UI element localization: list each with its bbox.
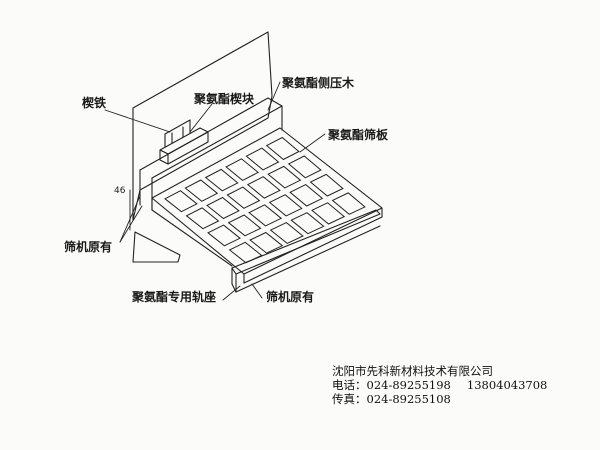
screen-aperture (207, 224, 241, 247)
label-screen-original-left: 筛机原有 (64, 240, 113, 254)
screen-aperture (184, 179, 219, 202)
screen-aperture (228, 241, 263, 264)
label-pu-screen-panel: 聚氨酯筛板 (328, 128, 389, 142)
screen-aperture (309, 173, 344, 197)
screen-aperture (245, 147, 280, 171)
leader-lines (104, 81, 326, 301)
label-pu-wedge-block: 聚氨酯楔块 (194, 92, 255, 106)
company-name: 沈阳市先科新材料技术有限公司 (332, 364, 493, 378)
label-pu-side-press-wood: 聚氨酯侧压木 (282, 76, 355, 90)
label-screen-original-bottom: 筛机原有 (266, 290, 315, 304)
phone-number: 024-89255198 (366, 378, 451, 392)
screen-aperture (249, 231, 284, 254)
pu-special-rail-seat (231, 209, 381, 293)
screen-aperture (265, 136, 300, 161)
screen-aperture (287, 155, 322, 179)
label-pu-special-rail-seat: 聚氨酯专用轨座 (132, 290, 217, 304)
screen-aperture (246, 176, 281, 199)
side-wall-plate (132, 31, 273, 263)
screen-aperture (226, 186, 261, 209)
phone-row: 电话：024-89255198 13804043708 (332, 378, 547, 392)
screen-aperture (185, 207, 220, 230)
mobile-number: 13804043708 (466, 378, 548, 392)
screen-aperture-grid (164, 136, 366, 264)
pu-screen-panel-outline (151, 127, 383, 284)
screen-aperture (225, 158, 260, 181)
company-info: 沈阳市先科新材料技术有限公司 电话：024-89255198 1380404370… (332, 364, 547, 406)
screen-aperture (248, 204, 283, 227)
dimension-label: 46 (114, 186, 126, 196)
screen-aperture (227, 214, 262, 237)
screen-aperture (164, 190, 198, 213)
screen-aperture (204, 168, 239, 192)
screen-aperture (290, 212, 325, 235)
screen-aperture (310, 202, 346, 225)
phone-label: 电话： (332, 378, 367, 392)
screen-aperture (267, 165, 302, 189)
screen-aperture (289, 184, 324, 207)
screen-aperture (269, 222, 304, 244)
screen-aperture (331, 192, 366, 215)
fax-row: 传真：024-89255108 (332, 392, 547, 406)
fax-label: 传真： (332, 392, 367, 406)
label-wedge-iron: 楔铁 (82, 96, 107, 110)
screen-aperture (206, 196, 240, 220)
fax-number: 024-89255108 (366, 392, 451, 406)
screen-aperture (268, 194, 303, 217)
